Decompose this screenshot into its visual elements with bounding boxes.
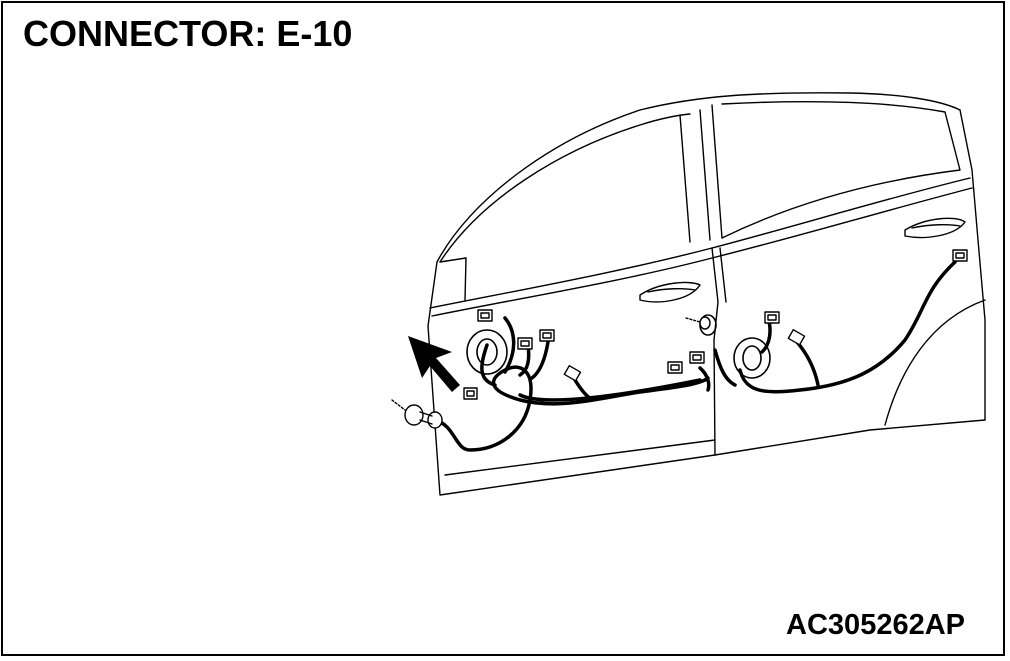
rear-grommet [733,337,771,379]
connector-box [667,361,683,374]
connector-title: CONNECTOR: E-10 [23,13,353,54]
connector-box [539,329,555,342]
connectors [463,249,968,400]
rear-door-handle [904,217,966,239]
front-door-handle [639,281,701,303]
front-bolt [391,399,443,429]
connector-box [517,337,533,350]
pillar-bolt [685,316,711,330]
connector-box [787,328,806,346]
figure-code: AC305262AP [786,609,965,641]
connector-box [563,364,582,382]
pointer-arrow [408,336,460,392]
connector-box [477,309,493,322]
connector-box [764,311,780,324]
wiring-harness [433,260,957,452]
front-grommet [466,329,508,375]
connector-box [952,249,968,262]
connector-box [689,351,705,364]
connector-e10-box [463,387,478,400]
